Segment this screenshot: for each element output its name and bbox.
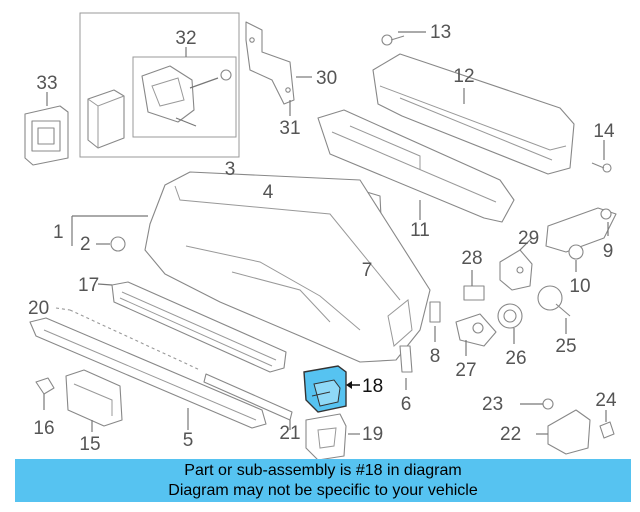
sensor-group-box [79,12,240,158]
callout-23: 23 [482,394,503,415]
part-19-grille-insert [305,413,360,461]
part-sensor-module [87,89,125,149]
callout-4: 4 [263,182,274,203]
callout-18: 18 [362,376,383,397]
part-15-license-bracket [65,369,123,432]
part-18-highlighted-bracket [303,365,360,413]
callout-16: 16 [33,418,54,439]
callout-30: 30 [316,68,337,89]
part-27-sensor-bracket [455,313,497,356]
part-6-clip [399,345,413,390]
part-22-fog-trim [536,409,591,455]
part-20-lower-spoiler [29,307,267,429]
callout-17: 17 [78,275,99,296]
callout-28: 28 [461,248,482,269]
part-1-bumper-cover [71,171,431,363]
part-26-sensor-ring [497,303,523,344]
callout-11: 11 [410,220,430,241]
callout-31: 31 [279,118,300,139]
callout-27: 27 [455,360,476,381]
callout-3: 3 [225,159,236,180]
part-28-sensor [463,270,485,301]
callout-21: 21 [279,423,300,444]
callout-5: 5 [183,430,194,451]
callout-19: 19 [362,424,383,445]
part-13-bolt [381,31,426,46]
part-29-side-bracket [499,237,533,291]
callout-20: 20 [28,298,49,319]
callout-29: 29 [518,228,539,249]
callout-15: 15 [79,434,100,455]
part-24-clip [599,410,615,439]
part-12-reinforcement-bar [372,53,575,175]
part-25-parking-sensor [537,285,571,334]
part-17-lower-grille [97,281,287,373]
banner-line-disclaimer: Diagram may not be specific to your vehi… [168,481,478,499]
callout-8: 8 [430,346,441,367]
part-16-bolt [35,377,55,410]
part-8-clip [429,301,441,342]
banner-line-part: Part or sub-assembly is #18 in diagram [184,461,462,479]
part-10-grommet [568,244,584,272]
part-sensor-bracket [141,65,232,127]
part-21-trim-strip [203,373,293,430]
callout-10: 10 [569,276,590,297]
callout-7: 7 [362,260,373,281]
callout-6: 6 [401,394,412,415]
callout-12: 12 [453,66,474,87]
callout-24: 24 [595,390,617,411]
callout-1: 1 [53,222,64,243]
callout-25: 25 [555,336,576,357]
part-30-mount-bracket [245,21,312,116]
callout-9: 9 [603,241,614,262]
part-9-side-guide [545,207,617,253]
part-23-bolt [520,398,554,410]
callout-33: 33 [36,73,57,94]
callout-13: 13 [430,22,451,43]
part-14-bolt [591,140,612,173]
part-11-energy-absorber [317,109,515,223]
part-33-radar-cover [24,92,69,166]
callout-2: 2 [80,234,91,255]
callout-22: 22 [500,424,521,445]
callout-14: 14 [593,121,615,142]
part-2-plug [96,236,126,252]
info-banner: Part or sub-assembly is #18 in diagram D… [15,459,631,502]
callout-26: 26 [505,348,526,369]
callout-32: 32 [175,28,196,49]
